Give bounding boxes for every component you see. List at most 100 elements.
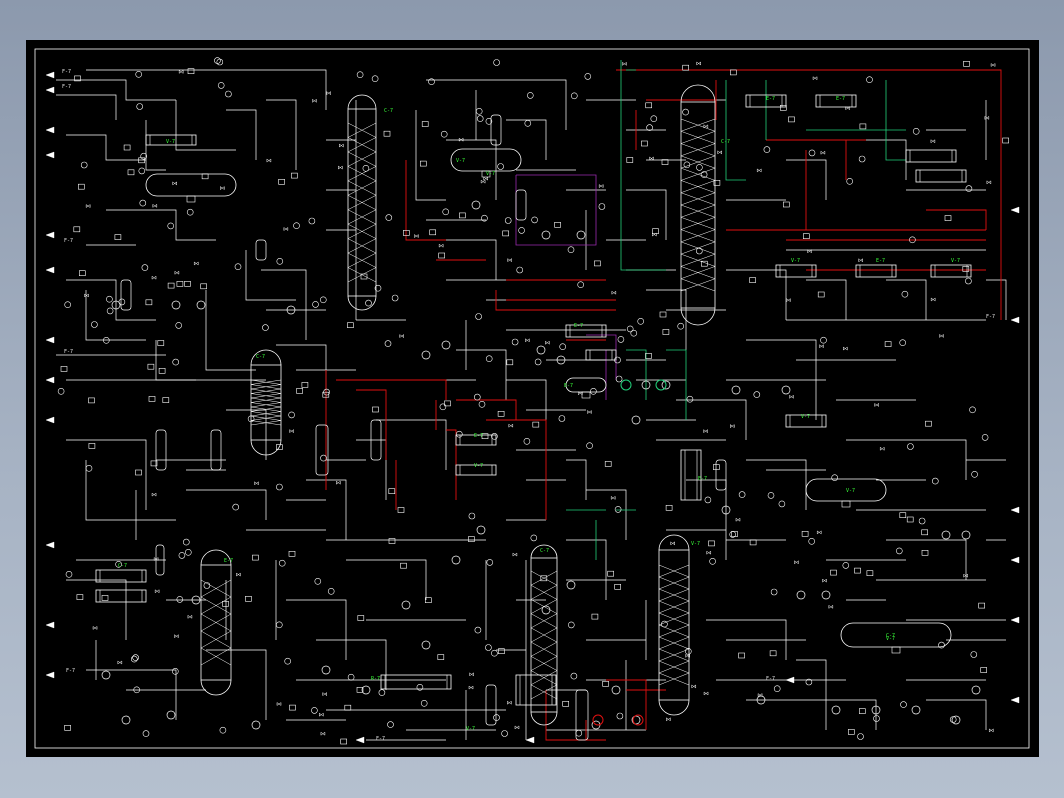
off-page-arrow-7 [45, 376, 55, 384]
hx-e7-shell [915, 169, 967, 183]
valve-symbol [816, 530, 822, 535]
drum-7 [490, 114, 502, 146]
instrument-balloon [938, 641, 945, 649]
instrument-balloon [497, 163, 504, 170]
equipment-tag-e7: E-7 [224, 558, 233, 564]
pump-2 [111, 300, 121, 310]
valve-symbol [322, 692, 328, 697]
instrument-balloon [234, 263, 242, 270]
instrument-balloon [374, 284, 382, 292]
instrument-balloon [65, 570, 73, 578]
instrument-balloon [559, 343, 567, 351]
equipment-tag-r1: R-7 [371, 676, 380, 682]
column-c4-packing-bed [200, 647, 232, 666]
instrument-balloon [276, 483, 283, 491]
control-valve-box [847, 729, 855, 735]
hx-e12-shell [95, 569, 147, 583]
stream-label-s1: F-7 [62, 69, 71, 75]
control-valve-box [148, 396, 156, 402]
valve-symbol [514, 725, 520, 730]
pump-41 [631, 415, 641, 425]
valve-symbol [283, 227, 289, 232]
valve-symbol [508, 423, 514, 428]
column-c1-packing-bed [347, 166, 377, 182]
column-c4-shell [200, 564, 232, 681]
valve-symbol [220, 186, 225, 191]
service-pump-2 [620, 379, 632, 391]
control-valve-box [74, 75, 81, 82]
valve-symbol [578, 391, 583, 396]
column-c1-packing-bed [347, 137, 377, 153]
drum-10 [515, 189, 527, 221]
process-pipe [56, 94, 117, 120]
valve-symbol [703, 124, 709, 129]
control-valve-box [444, 400, 451, 407]
equipment-tag-c2: C-7 [721, 139, 730, 145]
cold-service-line [626, 349, 647, 400]
drum-4 [155, 544, 165, 576]
column-c6 [658, 534, 690, 716]
valve-symbol [507, 258, 512, 263]
column-c1-top-head [347, 94, 377, 110]
control-valve-box [554, 222, 561, 228]
instrument-balloon [901, 290, 909, 298]
control-valve-box [944, 215, 952, 221]
off-page-arrow-1 [45, 86, 55, 94]
instrument-balloon [327, 587, 335, 595]
process-pipe [316, 639, 387, 690]
instrument-balloon [900, 701, 907, 708]
instrument-balloon [778, 500, 786, 508]
column-c2-packing-bed [680, 118, 716, 132]
pump-10 [631, 715, 641, 725]
instrument-balloon [485, 118, 493, 125]
valve-symbol [649, 156, 654, 161]
control-valve-box [437, 654, 445, 660]
pump-32 [421, 640, 431, 650]
hx-e4 [855, 264, 897, 278]
pump-40 [191, 595, 201, 605]
process-pipe [646, 289, 687, 350]
control-valve-box [73, 226, 81, 233]
valve-symbol [587, 410, 592, 415]
drum-0 [155, 429, 167, 471]
instrument-balloon [103, 336, 110, 344]
control-valve-box [383, 130, 391, 137]
column-c6-packing-bed [658, 672, 690, 686]
instrument-balloon [677, 322, 685, 330]
instrument-layer [45, 57, 1020, 745]
hx-e11-shell [785, 414, 827, 428]
column-c1-packing-bed [347, 209, 377, 225]
instrument-balloon [136, 103, 143, 110]
pump-26 [961, 530, 971, 540]
process-pipe [726, 269, 787, 320]
instrument-balloon [132, 654, 139, 661]
vessel-v3-boot [841, 500, 851, 508]
hx-e18-shell [585, 349, 617, 361]
instrument-balloon [391, 294, 399, 302]
process-pipe [66, 579, 127, 640]
valve-symbol [85, 204, 91, 209]
control-valve-box [347, 322, 354, 329]
utility-line [586, 334, 617, 380]
instrument-balloon [912, 128, 920, 135]
instrument-balloon [440, 130, 448, 138]
process-pipe [986, 279, 1007, 320]
valve-symbol [939, 333, 944, 338]
process-pipe [376, 419, 447, 470]
column-c1-packing-bed [347, 223, 377, 239]
instrument-balloon [501, 730, 508, 737]
drum-8 [120, 279, 132, 311]
column-c6-packing-bed [658, 564, 690, 578]
control-valve-box [147, 363, 155, 370]
control-valve-box [540, 575, 548, 582]
instrument-balloon [614, 356, 621, 364]
drum-2 [315, 424, 329, 476]
control-valve-box [278, 179, 285, 185]
instrument-balloon [598, 203, 606, 210]
column-c2-packing-bed [680, 204, 716, 218]
pump-42 [721, 505, 731, 515]
instrument-balloon [626, 325, 634, 333]
valve-symbol [469, 672, 474, 677]
instrument-balloon [219, 726, 227, 734]
